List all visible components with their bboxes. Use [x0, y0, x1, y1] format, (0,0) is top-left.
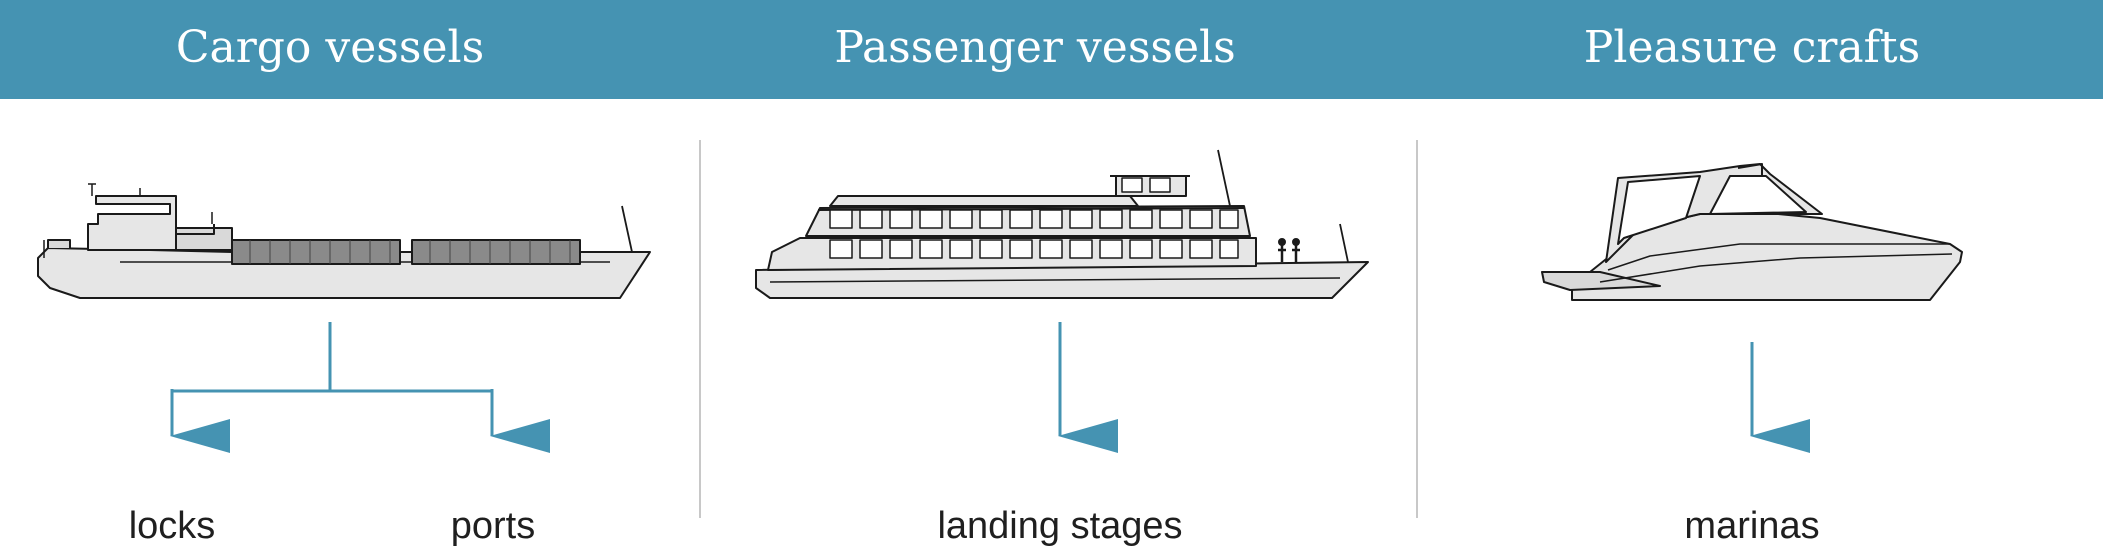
column-title-passenger: Passenger vessels [834, 22, 1236, 73]
column-divider-1 [699, 140, 701, 518]
cargo-flow-arrows [170, 322, 550, 453]
column-title-cargo: Cargo vessels [175, 22, 485, 73]
destination-ports: ports [450, 505, 536, 547]
column-title-pleasure: Pleasure crafts [1583, 22, 1921, 73]
motor-yacht-icon [1541, 163, 1963, 301]
destination-landing-stages: landing stages [937, 505, 1183, 547]
header-bar: Cargo vessels Passenger vessels Pleasure… [0, 0, 2103, 99]
column-divider-2 [1416, 140, 1418, 518]
destination-marinas: marinas [1684, 505, 1820, 547]
cargo-ship-icon [37, 183, 651, 299]
passenger-ship-icon [755, 149, 1369, 299]
destination-locks: locks [128, 505, 216, 547]
